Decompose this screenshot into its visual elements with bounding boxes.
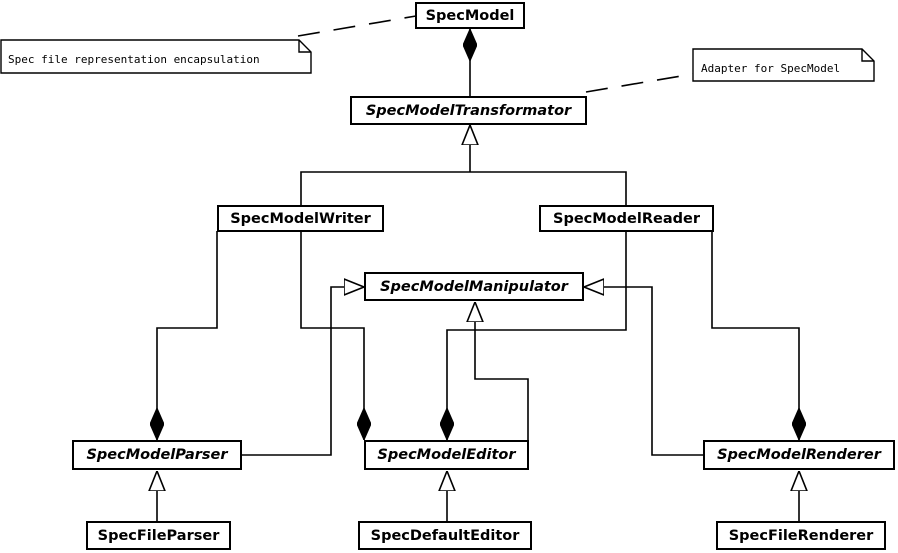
class-spec-model-parser: SpecModelParser bbox=[72, 440, 242, 470]
composition-writer-editor bbox=[300, 231, 364, 440]
class-spec-model-reader: SpecModelReader bbox=[539, 205, 714, 232]
class-spec-model-editor: SpecModelEditor bbox=[364, 440, 529, 470]
generalization-parser-manipulator bbox=[241, 287, 364, 456]
composition-reader-editor bbox=[447, 231, 627, 440]
note-anchor-adapter bbox=[585, 73, 694, 93]
note-anchor-spec-file bbox=[297, 15, 417, 37]
class-spec-file-renderer: SpecFileRenderer bbox=[716, 521, 886, 550]
class-spec-model-renderer: SpecModelRenderer bbox=[703, 440, 895, 470]
class-spec-model-writer: SpecModelWriter bbox=[217, 205, 384, 232]
class-spec-model: SpecModel bbox=[415, 2, 525, 29]
class-spec-default-editor: SpecDefaultEditor bbox=[358, 521, 532, 550]
class-spec-model-manipulator: SpecModelManipulator bbox=[364, 272, 584, 301]
class-spec-model-transformator: SpecModelTransformator bbox=[350, 96, 587, 125]
generalization-writer bbox=[300, 171, 470, 206]
generalization-editor-manipulator bbox=[475, 302, 529, 440]
note-spec-file: Spec file representation encapsulation bbox=[8, 53, 260, 66]
composition-writer-parser bbox=[157, 231, 218, 440]
note-adapter-shape bbox=[692, 48, 875, 82]
note-adapter: Adapter for SpecModel bbox=[701, 62, 841, 75]
generalization-renderer-manipulator bbox=[584, 287, 704, 456]
composition-reader-renderer bbox=[711, 231, 799, 440]
class-spec-file-parser: SpecFileParser bbox=[86, 521, 231, 550]
generalization-reader bbox=[470, 171, 627, 206]
note-spec-file-shape bbox=[0, 39, 312, 74]
